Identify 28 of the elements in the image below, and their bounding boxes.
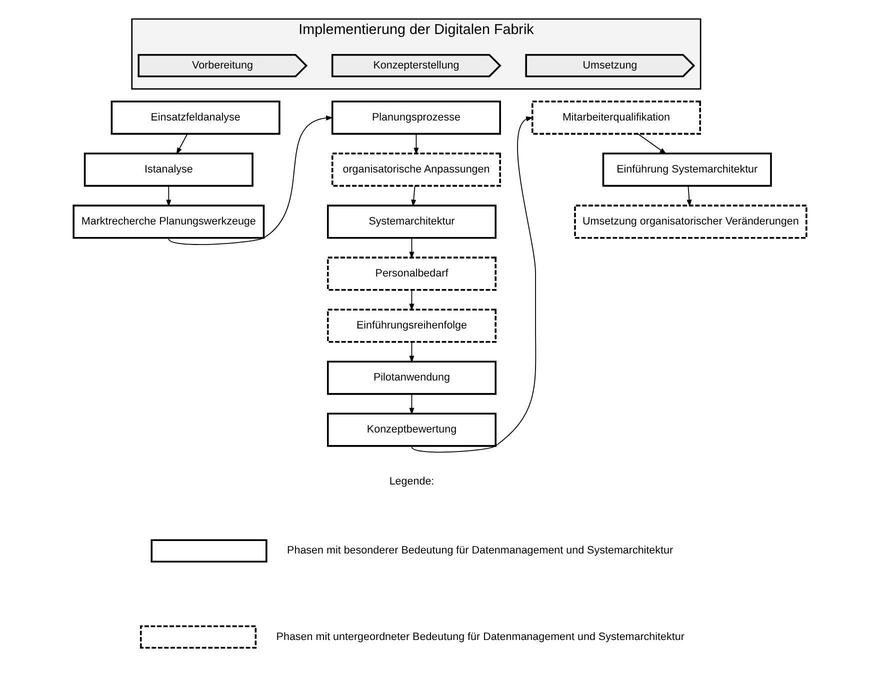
arrow (409, 290, 414, 311)
arrow (176, 133, 188, 155)
node-box: Umsetzung organisatorischer Veränderungen (574, 204, 808, 239)
arrow (409, 238, 414, 259)
label: Legende: (389, 476, 434, 488)
legend-label: Phasen mit untergeordneter Bedeutung für Datenmanagement und Systemarchitektur (276, 630, 684, 643)
arrow (168, 115, 334, 245)
arrow (637, 133, 667, 154)
arrow (166, 185, 172, 207)
arrow (411, 116, 536, 453)
node-box: Einführung Systemarchitektur (602, 152, 772, 187)
node-box: Pilotanwendung (326, 360, 496, 395)
node-box: Konzeptbewertung (326, 412, 496, 447)
arrow (409, 342, 414, 363)
node-box: Mitarbeiterqualifikation (532, 100, 702, 135)
node-box: Einsatzfeldanalyse (110, 100, 280, 135)
node-box: Systemarchitektur (326, 204, 496, 239)
node-box: organisatorische Anpassungen (331, 152, 501, 187)
arrow (414, 133, 419, 155)
node-box: Planungsprozesse (331, 100, 501, 135)
node-box: Personalbedarf (326, 256, 496, 291)
node-box: Istanalyse (84, 152, 254, 187)
legend-label: Phasen mit besonderer Bedeutung für Datenmanagement und Systemarchitektur (287, 544, 674, 557)
arrow (686, 185, 692, 207)
node-box: Einführungsreihenfolge (326, 308, 496, 343)
arrow (409, 394, 414, 415)
node-box: Marktrecherche Planungswerkzeuge (72, 204, 265, 239)
arrow (411, 185, 416, 207)
